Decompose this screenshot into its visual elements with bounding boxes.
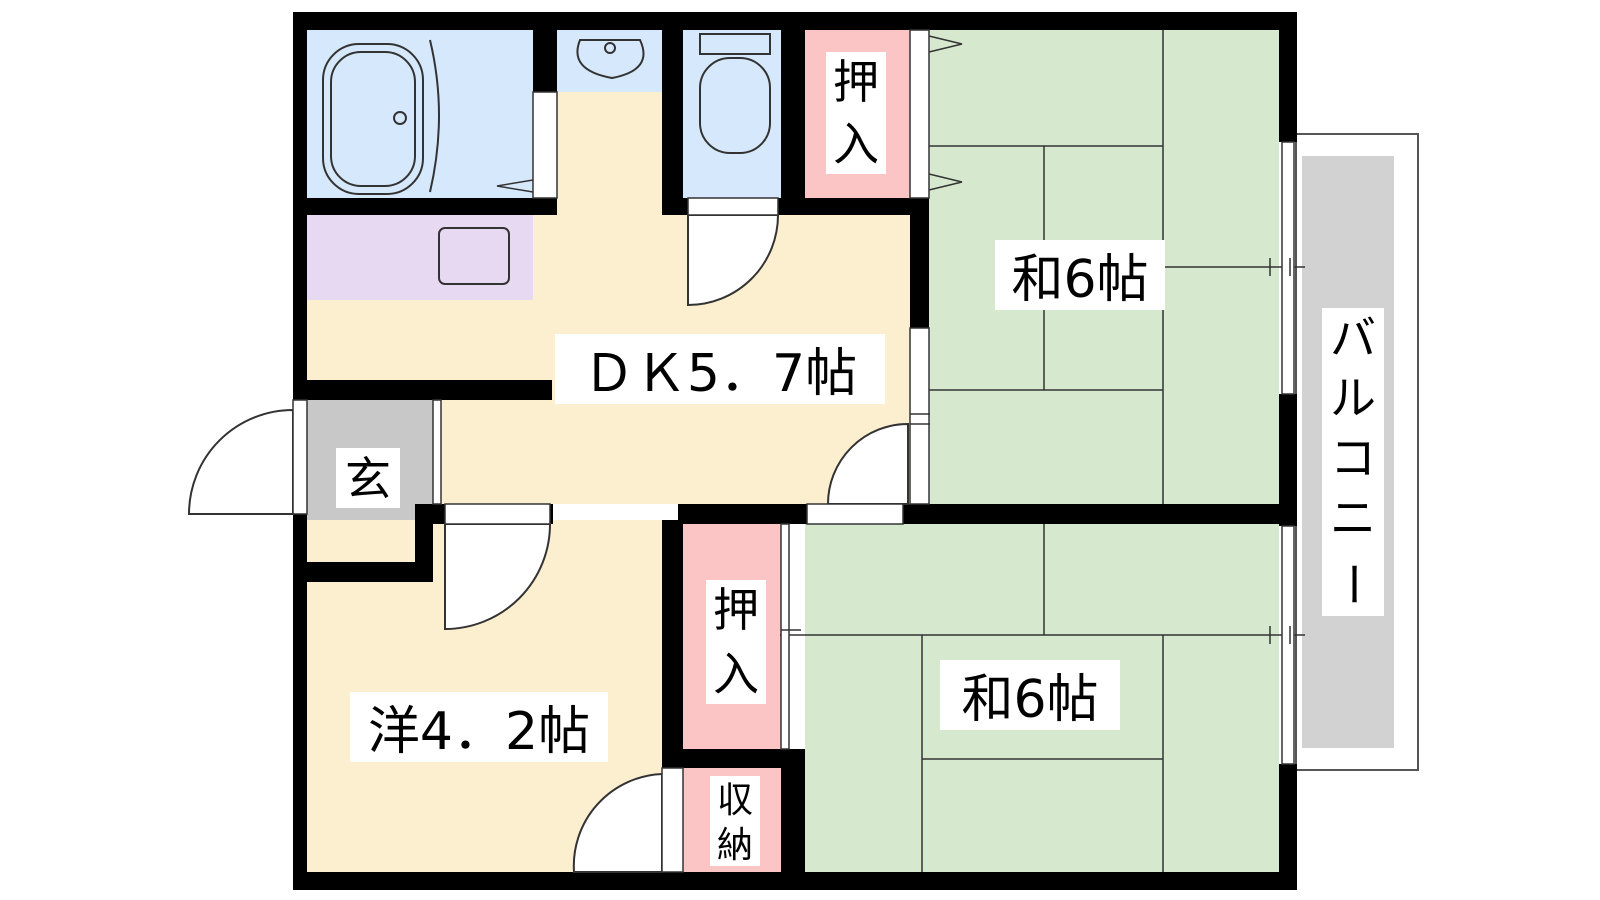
- label-bg-balcony: [1322, 308, 1384, 616]
- label-balcony-1: バ: [1330, 311, 1376, 365]
- label-bg-oshiire-lower: [706, 580, 766, 704]
- bath-wall-curve: [429, 39, 440, 193]
- oshiire-upper-doors: [496, 29, 963, 199]
- label-dk: ＤＫ5．7帖: [583, 344, 857, 404]
- door-entrance: [187, 408, 294, 515]
- window-ticks: [781, 258, 1291, 644]
- label-bg-japanese-lower: [940, 660, 1120, 730]
- label-oshiire-lower-2: 入: [713, 647, 759, 701]
- label-storage-2: 納: [717, 825, 753, 866]
- label-oshiire-lower-1: 押: [713, 583, 759, 637]
- label-bg-western: [350, 692, 608, 762]
- doors: [187, 214, 909, 873]
- door-japanese: [826, 422, 909, 505]
- label-bg-japanese-upper: [995, 240, 1165, 310]
- label-bg-genkan: [336, 448, 400, 508]
- tatami-lines: [780, 30, 1305, 872]
- door-storage: [572, 772, 663, 873]
- windows: [532, 91, 1295, 765]
- label-balcony-3: コ: [1330, 431, 1376, 485]
- label-oshiire-upper-1: 押: [833, 55, 879, 109]
- label-japanese-lower: 和6帖: [961, 670, 1098, 730]
- label-oshiire-upper-2: 入: [833, 117, 879, 171]
- bathtub: [322, 43, 424, 195]
- door-western: [444, 523, 552, 631]
- label-balcony-2: ル: [1330, 371, 1376, 425]
- label-bg-oshiire-upper: [826, 52, 886, 174]
- stove: [438, 227, 510, 285]
- door-toilet: [687, 214, 780, 307]
- door-frames: [292, 197, 904, 873]
- label-western: 洋4．2帖: [368, 702, 590, 762]
- label-genkan: 玄: [345, 452, 391, 506]
- sink: [576, 39, 645, 80]
- label-japanese-upper: 和6帖: [1011, 250, 1148, 310]
- label-balcony-4: ニ: [1330, 491, 1376, 545]
- label-balcony-5: ー: [1326, 561, 1380, 607]
- label-bg-storage: [710, 776, 760, 866]
- outer-walls: [293, 12, 1297, 890]
- label-storage-1: 収: [717, 780, 753, 821]
- toilet-fixture: [699, 33, 771, 154]
- label-bg-dk: [555, 334, 885, 404]
